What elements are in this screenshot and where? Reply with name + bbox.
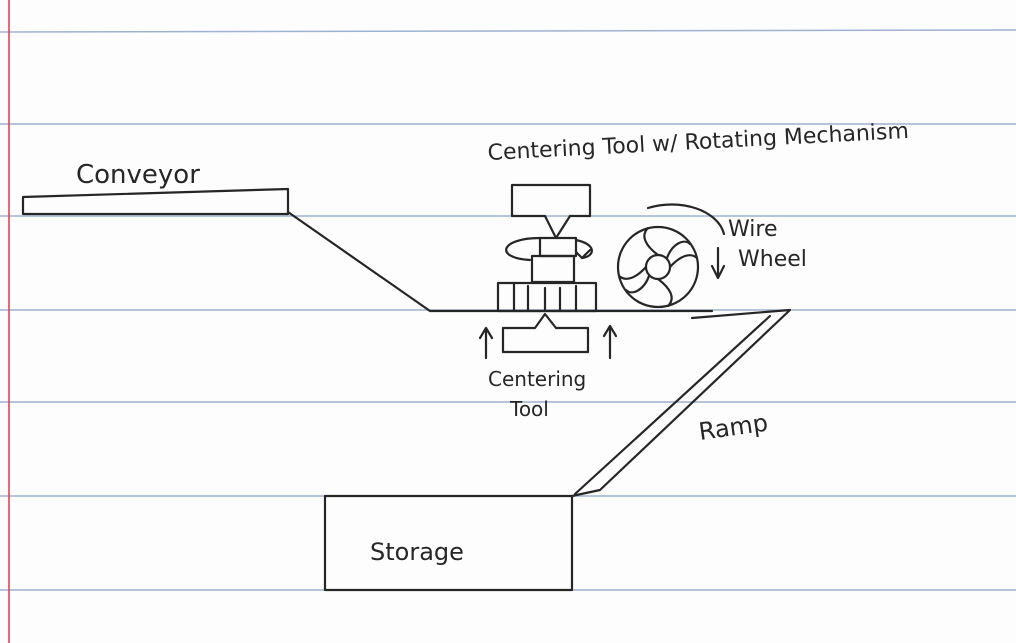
rotating-centering-tool [505,183,593,284]
up-arrow-left-icon [478,326,494,360]
wire-label: Wire [728,217,777,242]
part-block [496,281,598,313]
ramp-label: Ramp [697,409,770,446]
wire-wheel [616,203,726,309]
centering-tool-label-line1: Centering [488,367,586,391]
up-arrow-right-icon [602,324,618,360]
down-arrow-icon [710,246,726,280]
lower-centering-tool [478,312,618,360]
conveyor-label: Conveyor [76,160,200,190]
centering-tool-label-line2: Tool [509,397,549,421]
rotating-tool-label: Centering Tool w/ Rotating Mechanism [487,119,909,166]
storage-box [323,494,574,592]
wheel-label: Wheel [738,247,807,272]
storage-label: Storage [370,538,464,566]
conveyor-shape [21,187,714,313]
rotation-arrow-icon [646,203,726,236]
ramp-shape [570,308,792,498]
